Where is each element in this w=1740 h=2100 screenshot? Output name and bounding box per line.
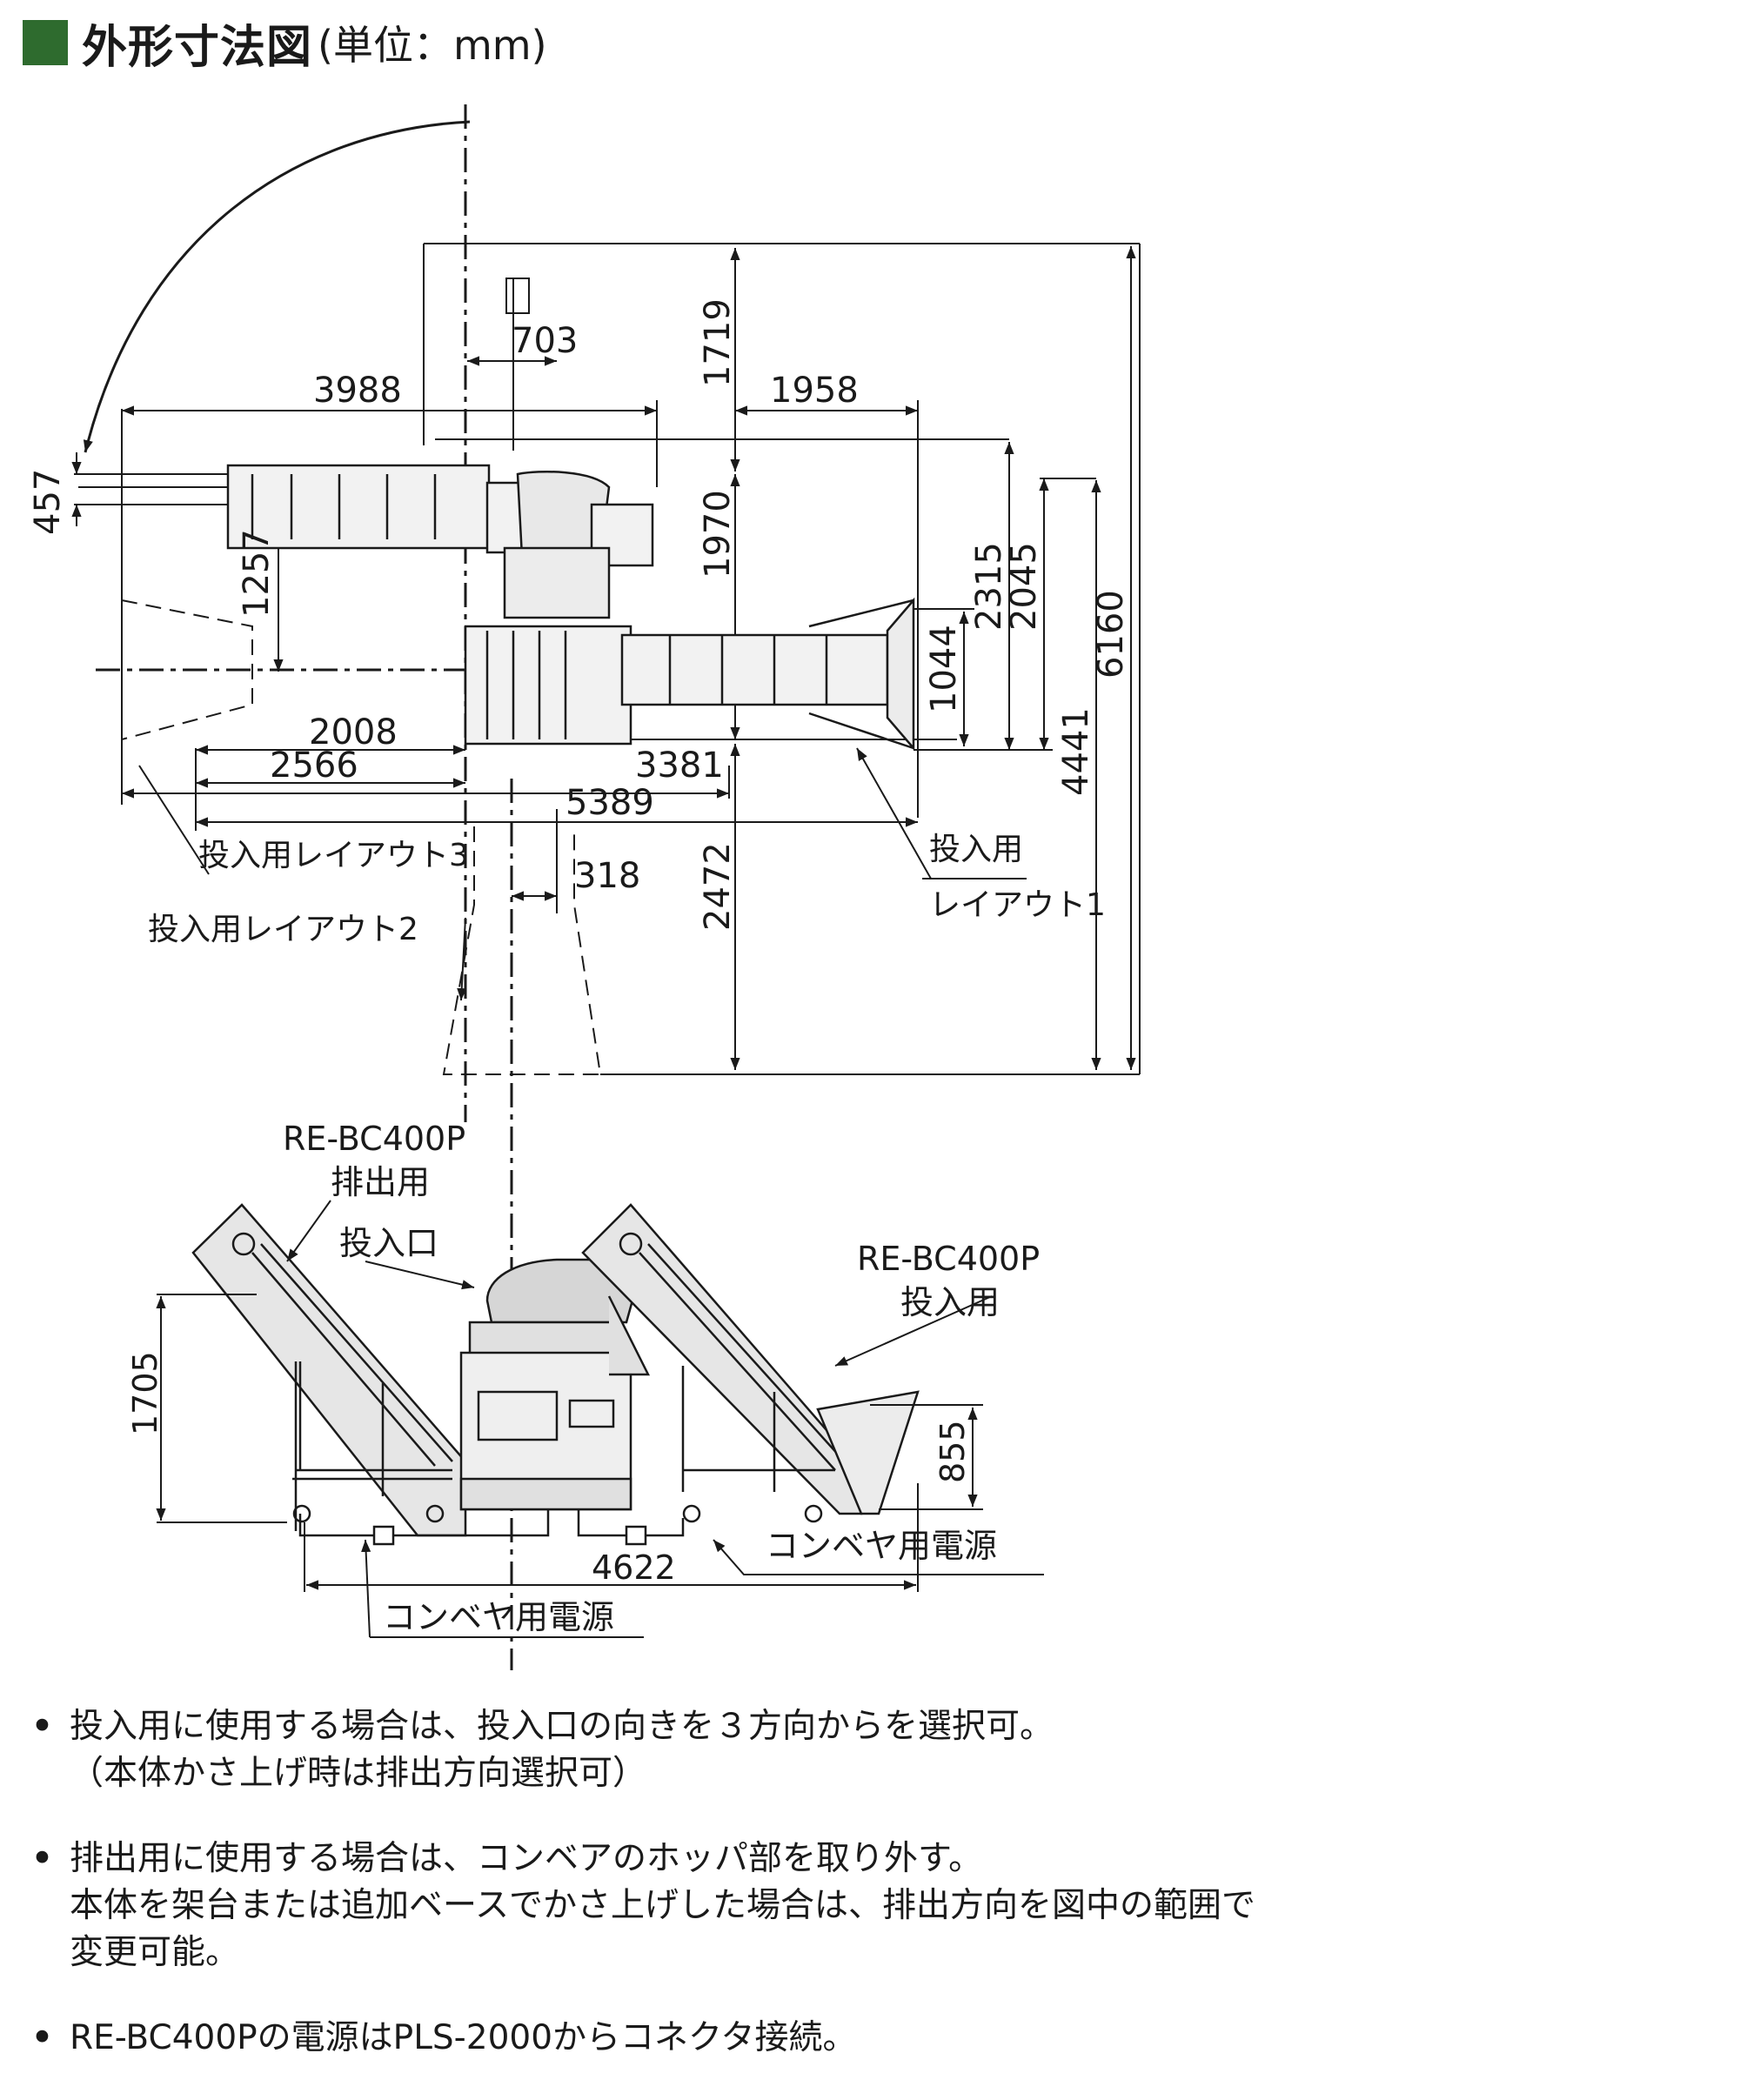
swing-arc [83, 120, 471, 453]
note-bullet: • [31, 1707, 53, 1746]
dim-2566: 2566 [270, 746, 358, 786]
dim-457: 457 [28, 469, 68, 535]
dim-2472: 2472 [698, 842, 738, 931]
label-input-model: RE-BC400P [857, 1240, 1040, 1278]
plan-labels: 投入用レイアウト3 投入用レイアウト2 投入用 レイアウト1 [148, 832, 1106, 947]
note-line: 本体を架台または追加ベースでかさ上げした場合は、排出方向を図中の範囲で [70, 1886, 1256, 1925]
dim-1257: 1257 [237, 529, 277, 618]
dim-5389: 5389 [566, 783, 654, 823]
note-item: • RE-BC400Pの電源はPLS-2000からコネクタ接続。 [31, 2015, 1710, 2062]
dim-855: 855 [934, 1420, 972, 1483]
dim-1044: 1044 [924, 625, 964, 713]
dim-703: 703 [512, 321, 578, 361]
label-input-use: 投入用 [900, 1283, 1000, 1321]
note-item: • 投入用に使用する場合は、投入口の向きを３方向からを選択可。 （本体かさ上げ時は排… [31, 1703, 1710, 1797]
label-layout1-line2: レイアウト1 [929, 887, 1106, 923]
title-row: 外形寸法図 (単位：mm) [23, 12, 547, 74]
label-inlet: 投入口 [339, 1224, 438, 1262]
note-line: RE-BC400Pの電源はPLS-2000からコネクタ接続。 [70, 2018, 857, 2057]
label-power-left: コンベヤ用電源 [383, 1598, 614, 1636]
dim-2045: 2045 [1004, 542, 1044, 631]
dim-2008: 2008 [309, 712, 398, 752]
note-body: RE-BC400Pの電源はPLS-2000からコネクタ接続。 [70, 2015, 1710, 2062]
note-line: 排出用に使用する場合は、コンベアのホッパ部を取り外す。 [70, 1839, 983, 1878]
note-line: 変更可能。 [70, 1933, 240, 1972]
note-line: 投入用に使用する場合は、投入口の向きを３方向からを選択可。 [70, 1707, 1054, 1746]
plan-machine [226, 464, 915, 752]
note-line: （本体かさ上げ時は排出方向選択可） [70, 1754, 647, 1793]
label-layout1-line1: 投入用 [929, 832, 1023, 867]
dim-1970: 1970 [698, 490, 738, 579]
dim-1719: 1719 [698, 298, 738, 387]
dim-4622: 4622 [592, 1548, 676, 1587]
dim-2315: 2315 [969, 542, 1009, 631]
right-hopper [816, 1390, 920, 1515]
note-bullet: • [31, 1839, 53, 1878]
label-discharge-use: 排出用 [331, 1163, 430, 1201]
note-bullet: • [31, 2018, 53, 2057]
notes-list: • 投入用に使用する場合は、投入口の向きを３方向からを選択可。 （本体かさ上げ時は排… [31, 1703, 1710, 2100]
dim-318: 318 [574, 856, 640, 896]
label-power-right: コンベヤ用電源 [766, 1527, 997, 1565]
dim-3381: 3381 [635, 746, 724, 786]
page-title: 外形寸法図 [82, 21, 313, 74]
dim-6160: 6160 [1091, 590, 1131, 679]
side-view [156, 1200, 1044, 1638]
title-marker-square [23, 20, 68, 65]
label-layout2: 投入用レイアウト2 [148, 912, 418, 947]
unit-label: (単位：mm) [318, 22, 547, 69]
note-body: 投入用に使用する場合は、投入口の向きを３方向からを選択可。 （本体かさ上げ時は排出… [70, 1703, 1710, 1797]
dim-1958: 1958 [770, 371, 859, 411]
dim-1705: 1705 [126, 1351, 164, 1435]
note-body: 排出用に使用する場合は、コンベアのホッパ部を取り外す。本体を架台または追加ベース… [70, 1836, 1710, 1976]
side-labels: 1705 855 4622 RE-BC400P 排出用 投入口 RE-BC400… [126, 1120, 1040, 1636]
note-item: • 排出用に使用する場合は、コンベアのホッパ部を取り外す。本体を架台または追加ベー… [31, 1836, 1710, 1976]
plan-view [71, 104, 1141, 1670]
label-discharge-model: RE-BC400P [283, 1120, 465, 1158]
dim-3988: 3988 [313, 371, 402, 411]
label-layout3: 投入用レイアウト3 [198, 838, 469, 873]
dim-4441: 4441 [1056, 707, 1096, 796]
plan-dimension-labels: 703 1719 3988 1958 457 1257 1970 2315 20… [28, 298, 1131, 931]
